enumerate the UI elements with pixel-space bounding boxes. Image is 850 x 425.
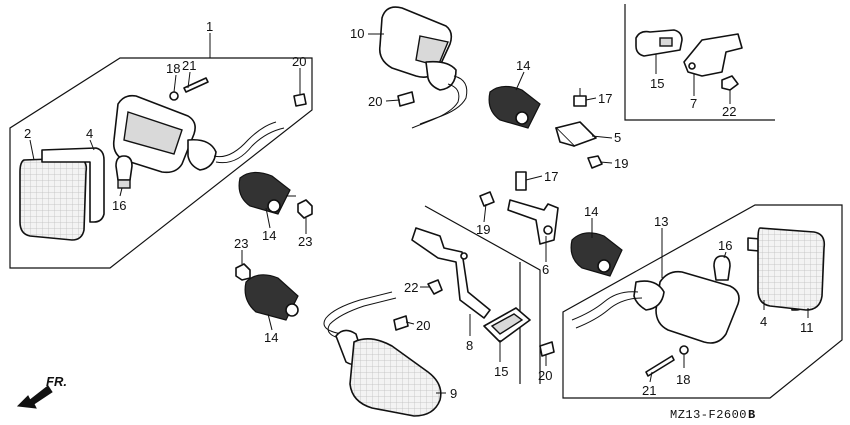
callout-20: 20 — [292, 54, 306, 69]
screw-20-left — [293, 93, 307, 107]
nut-19b — [479, 191, 495, 207]
callout-22: 22 — [404, 280, 418, 295]
rubber-mount-14c — [488, 85, 541, 129]
arrow-icon — [16, 385, 53, 409]
right-turn-signal-assembly — [571, 227, 826, 377]
left-turn-signal-assembly — [19, 77, 307, 241]
screw-21-right — [645, 355, 675, 377]
turn-signal-10 — [378, 6, 468, 129]
housing-right — [655, 270, 740, 344]
bracket-8 — [411, 227, 491, 319]
callout-8: 8 — [466, 338, 473, 353]
callout-21: 21 — [182, 58, 196, 73]
frame-inset-top-right — [624, 4, 775, 121]
callout-9: 9 — [450, 386, 457, 401]
callout-16: 16 — [112, 198, 126, 213]
bolt-17b — [515, 171, 527, 191]
diagram-code-block: MZ13-F2600 B — [670, 408, 756, 422]
callout-labels: 1 2 4 16 18 21 20 14 23 23 14 10 20 14 1… — [24, 19, 814, 401]
bulb-16-right — [713, 255, 731, 281]
callout-17: 17 — [598, 91, 612, 106]
callout-4: 4 — [86, 126, 93, 141]
callout-19: 19 — [476, 222, 490, 237]
callout-15: 15 — [650, 76, 664, 91]
callout-19: 19 — [614, 156, 628, 171]
callout-23: 23 — [234, 236, 248, 251]
callout-23: 23 — [298, 234, 312, 249]
callout-18: 18 — [166, 61, 180, 76]
callout-1: 1 — [206, 19, 213, 34]
callout-13: 13 — [654, 214, 668, 229]
screw-21-left — [183, 77, 209, 93]
callout-15: 15 — [494, 364, 508, 379]
reflector-15a — [635, 29, 683, 57]
front-direction-indicator: FR. — [16, 374, 67, 409]
lens-9 — [349, 338, 442, 417]
bracket-6 — [507, 199, 559, 245]
screw-20d — [539, 341, 555, 357]
callout-21: 21 — [642, 383, 656, 398]
screw-20b — [397, 91, 415, 107]
nut-19a — [587, 155, 603, 169]
reflector-15b — [483, 307, 531, 343]
callout-5: 5 — [614, 130, 621, 145]
callout-14: 14 — [262, 228, 276, 243]
lens-11 — [757, 227, 826, 311]
frame-left-assembly — [9, 57, 313, 269]
diagram-revision: B — [748, 408, 756, 422]
callout-20: 20 — [416, 318, 430, 333]
screw-20c — [393, 315, 409, 331]
callout-18: 18 — [676, 372, 690, 387]
gasket-4 — [41, 147, 105, 223]
rubber-mount-14a — [238, 171, 296, 215]
callout-6: 6 — [542, 262, 549, 277]
bracket-5 — [555, 121, 597, 147]
callout-7: 7 — [690, 96, 697, 111]
lens-2 — [19, 157, 88, 241]
nut-23a — [297, 199, 313, 219]
callout-16: 16 — [718, 238, 732, 253]
rubber-mount-14b — [244, 274, 299, 321]
diagram-code: MZ13-F2600 — [670, 408, 747, 422]
rubber-mount-14d — [570, 232, 623, 277]
callout-11: 11 — [800, 320, 814, 335]
callout-22: 22 — [722, 104, 736, 119]
bolt-17a — [573, 88, 587, 107]
callout-14: 14 — [516, 58, 530, 73]
bracket-7 — [683, 33, 743, 77]
turn-signal-9 — [323, 291, 442, 417]
nut-22b — [427, 279, 443, 295]
callout-17: 17 — [544, 169, 558, 184]
callout-10: 10 — [350, 26, 364, 41]
leader-lines — [29, 33, 809, 394]
callout-2: 2 — [24, 126, 31, 141]
frame-right-assembly — [562, 204, 843, 399]
callout-20: 20 — [538, 368, 552, 383]
nut-22a — [721, 75, 739, 91]
callout-14: 14 — [584, 204, 598, 219]
callout-4: 4 — [760, 314, 767, 329]
callout-20: 20 — [368, 94, 382, 109]
bulb-16-left — [115, 155, 133, 181]
callout-14: 14 — [264, 330, 278, 345]
nut-23b — [235, 263, 251, 281]
direction-label: FR. — [46, 374, 67, 389]
